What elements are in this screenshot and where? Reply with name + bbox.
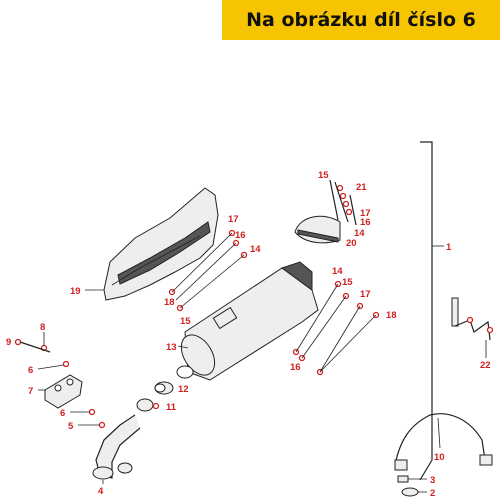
heat-shield-fasteners xyxy=(168,229,248,312)
callout-6b: 6 xyxy=(60,408,65,419)
callout-16c: 16 xyxy=(290,362,301,373)
muffler-fasteners xyxy=(292,280,380,376)
oxygen-sensor xyxy=(394,413,493,471)
callout-14b: 14 xyxy=(354,228,365,239)
muffler xyxy=(176,261,319,381)
callout-8: 8 xyxy=(40,322,45,333)
callout-19: 19 xyxy=(70,286,81,297)
callout-14a: 14 xyxy=(250,244,261,255)
callout-14c: 14 xyxy=(332,266,343,277)
nut-part-6b xyxy=(70,408,96,416)
exhaust-pipe xyxy=(92,414,141,480)
bolt-part-5 xyxy=(78,421,106,429)
callout-16a: 16 xyxy=(360,217,371,228)
clamp-part-12 xyxy=(154,381,174,395)
bolt-part-3 xyxy=(397,475,427,483)
callout-15c: 15 xyxy=(180,316,191,327)
title-banner: Na obrázku díl číslo 6 xyxy=(222,0,500,40)
callout-17c: 17 xyxy=(360,289,371,300)
bolt-part-8 xyxy=(40,332,48,352)
callout-18a: 18 xyxy=(164,297,175,308)
heat-shield xyxy=(103,187,219,301)
callout-5: 5 xyxy=(68,421,74,432)
callout-7: 7 xyxy=(28,386,33,397)
callout-4: 4 xyxy=(98,486,104,497)
callout-21: 21 xyxy=(356,182,367,193)
washer-part-2 xyxy=(401,487,427,497)
callout-13: 13 xyxy=(166,342,177,353)
gasket-7 xyxy=(44,374,83,409)
callout-18b: 18 xyxy=(386,310,397,321)
clamp-part-11 xyxy=(136,398,160,412)
callout-15b: 15 xyxy=(342,277,353,288)
callout-17a: 17 xyxy=(360,208,371,219)
callout-1: 1 xyxy=(446,242,452,253)
bolt-stack-21 xyxy=(329,179,357,226)
assembly-bracket xyxy=(419,141,433,481)
catalyst-cover xyxy=(294,215,341,244)
bracket-bolts-22 xyxy=(451,297,494,341)
callout-20: 20 xyxy=(346,238,357,249)
callout-17b: 17 xyxy=(228,214,239,225)
nut-part-6 xyxy=(37,360,70,370)
callout-22: 22 xyxy=(480,360,491,371)
callout-11: 11 xyxy=(166,402,177,413)
banner-text: Na obrázku díl číslo 6 xyxy=(246,9,476,31)
callout-3: 3 xyxy=(430,475,435,486)
callout-9: 9 xyxy=(6,337,11,348)
callout-15a: 15 xyxy=(318,170,329,181)
callout-10: 10 xyxy=(434,452,445,463)
callout-16b: 16 xyxy=(235,230,246,241)
callout-6a: 6 xyxy=(28,365,33,376)
bolt-part-9 xyxy=(14,338,51,353)
callout-2: 2 xyxy=(430,488,435,499)
callout-12: 12 xyxy=(178,384,189,395)
